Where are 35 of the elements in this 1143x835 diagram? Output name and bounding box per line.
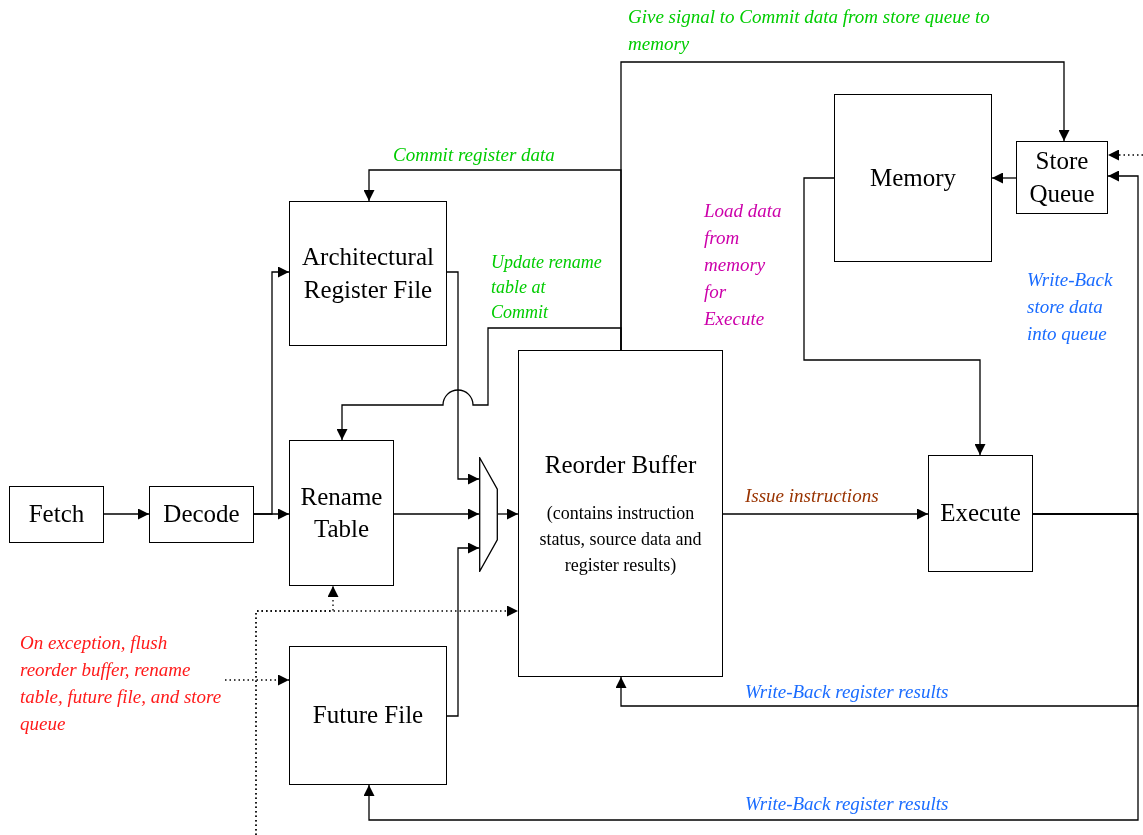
note-text: On exception, flush reorder buffer, rename table, future file, and store queue: [20, 631, 223, 736]
block-title: Future File: [312, 700, 424, 731]
block-box: [834, 94, 992, 262]
block-box: [1016, 141, 1108, 214]
block-box: [928, 455, 1033, 572]
dotted-arrow: [255, 605, 519, 835]
block-title: Reorder Buffer: [544, 450, 697, 481]
arrow: [336, 327, 622, 441]
block-title: Execute: [940, 498, 1021, 529]
block-box: [9, 486, 104, 543]
arrow: [393, 508, 480, 520]
block-title: Memory: [869, 162, 957, 193]
arrow: [253, 508, 290, 520]
block-description: (contains instruction status, source data and register results): [538, 501, 703, 577]
block-box: [289, 646, 447, 785]
arrow: [446, 271, 480, 485]
arrow: [620, 61, 1070, 351]
block-title: Store Queue: [1028, 146, 1096, 209]
block-title: Rename Table: [299, 481, 384, 544]
block-box: [518, 350, 723, 677]
block-title: Architectural Register File: [301, 242, 435, 305]
block-box: [149, 486, 254, 543]
block-box: [289, 201, 447, 346]
dotted-arrow: [1107, 149, 1143, 161]
arrow: [497, 508, 519, 520]
arrow: [103, 508, 150, 520]
block-box: [289, 440, 394, 586]
arrow: [446, 542, 480, 717]
dotted-arrow: [224, 674, 290, 686]
arrow: [363, 513, 1139, 821]
arrow: [722, 508, 929, 520]
arrow: [803, 177, 986, 456]
arrow: [991, 172, 1017, 184]
block-title: Decode: [163, 499, 240, 530]
block-title: Fetch: [28, 499, 85, 530]
